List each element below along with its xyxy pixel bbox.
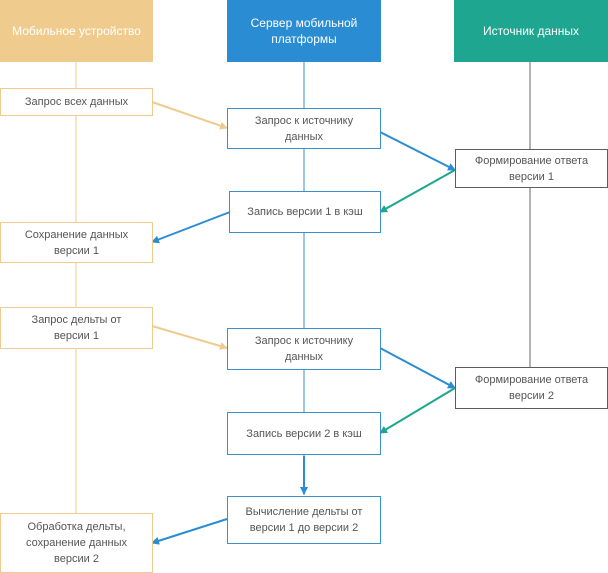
step-save-version-1: Сохранение данных версии 1 — [0, 222, 153, 263]
lane-header-server: Сервер мобильной платформы — [227, 0, 381, 62]
step-cache-version-1: Запись версии 1 в кэш — [229, 191, 381, 233]
arrow-request-all — [151, 101, 228, 130]
arrow-source-to-server-2 — [379, 387, 456, 434]
arrow-server-to-mobile-2 — [151, 518, 228, 545]
step-request-all-data: Запрос всех данных — [0, 88, 153, 116]
arrow-server-to-source-2 — [379, 347, 456, 389]
step-server-query-source-1: Запрос к источнику данных — [227, 108, 381, 149]
arrow-source-to-server-1 — [379, 169, 456, 213]
step-source-response-1: Формирование ответа версии 1 — [455, 149, 608, 188]
arrow-server-to-mobile-1 — [151, 211, 231, 244]
step-request-delta: Запрос дельты от версии 1 — [0, 307, 153, 349]
lane-header-mobile: Мобильное устройство — [0, 0, 153, 62]
lane-header-source: Источник данных — [454, 0, 608, 62]
step-compute-delta: Вычисление дельты от версии 1 до версии … — [227, 496, 381, 544]
step-server-query-source-2: Запрос к источнику данных — [227, 328, 381, 370]
arrow-server-to-source-1 — [379, 131, 456, 171]
arrow-request-delta — [151, 325, 228, 350]
step-cache-version-2: Запись версии 2 в кэш — [227, 412, 381, 455]
step-process-delta: Обработка дельты, сохранение данных верс… — [0, 513, 153, 573]
step-source-response-2: Формирование ответа версии 2 — [455, 367, 608, 409]
